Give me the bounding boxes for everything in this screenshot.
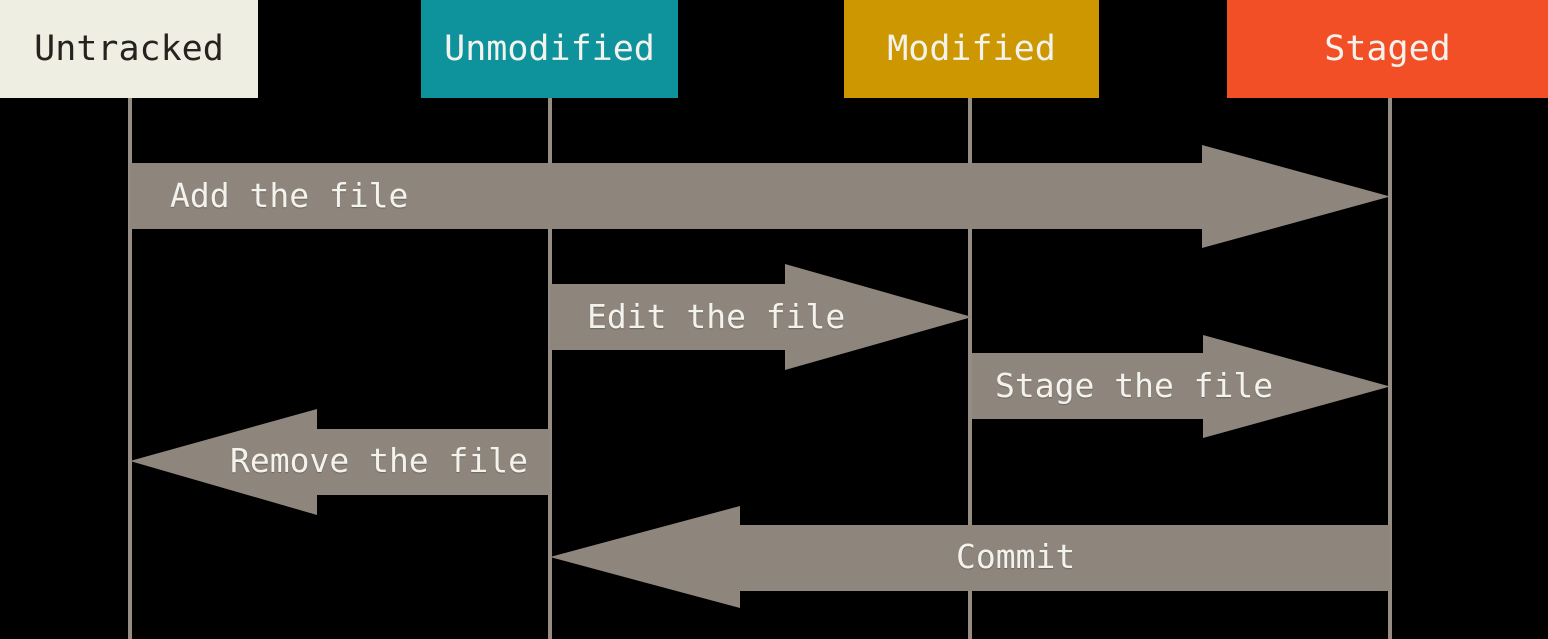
lifeline-unmodified [548, 98, 552, 639]
lifeline-modified [968, 98, 972, 639]
state-label-staged: Staged [1324, 29, 1451, 69]
arrow-shape-remove [130, 409, 550, 515]
state-label-untracked: Untracked [34, 29, 224, 69]
arrow-shape-stage [972, 335, 1390, 438]
state-box-staged: Staged [1227, 0, 1548, 98]
transition-label-stage-the-file: Stage the file [995, 366, 1274, 405]
arrow-stage-the-file [972, 335, 1390, 438]
state-box-unmodified: Unmodified [421, 0, 678, 98]
state-label-unmodified: Unmodified [444, 29, 655, 69]
transition-label-edit-the-file: Edit the file [587, 297, 846, 336]
arrow-add-the-file [130, 145, 1390, 248]
arrow-shape-commit [550, 506, 1390, 608]
state-box-untracked: Untracked [0, 0, 258, 98]
arrow-shape-edit [550, 264, 972, 370]
arrow-remove-the-file [130, 409, 550, 515]
arrow-commit [550, 506, 1390, 608]
lifeline-staged [1388, 98, 1392, 639]
lifeline-untracked [128, 98, 132, 639]
state-box-modified: Modified [844, 0, 1099, 98]
transition-label-remove-the-file: Remove the file [230, 441, 529, 480]
arrow-shape-add [130, 145, 1390, 248]
arrow-edit-the-file [550, 264, 972, 370]
transition-label-add-the-file: Add the file [170, 176, 409, 215]
transition-label-commit: Commit [956, 537, 1076, 576]
state-label-modified: Modified [887, 29, 1056, 69]
